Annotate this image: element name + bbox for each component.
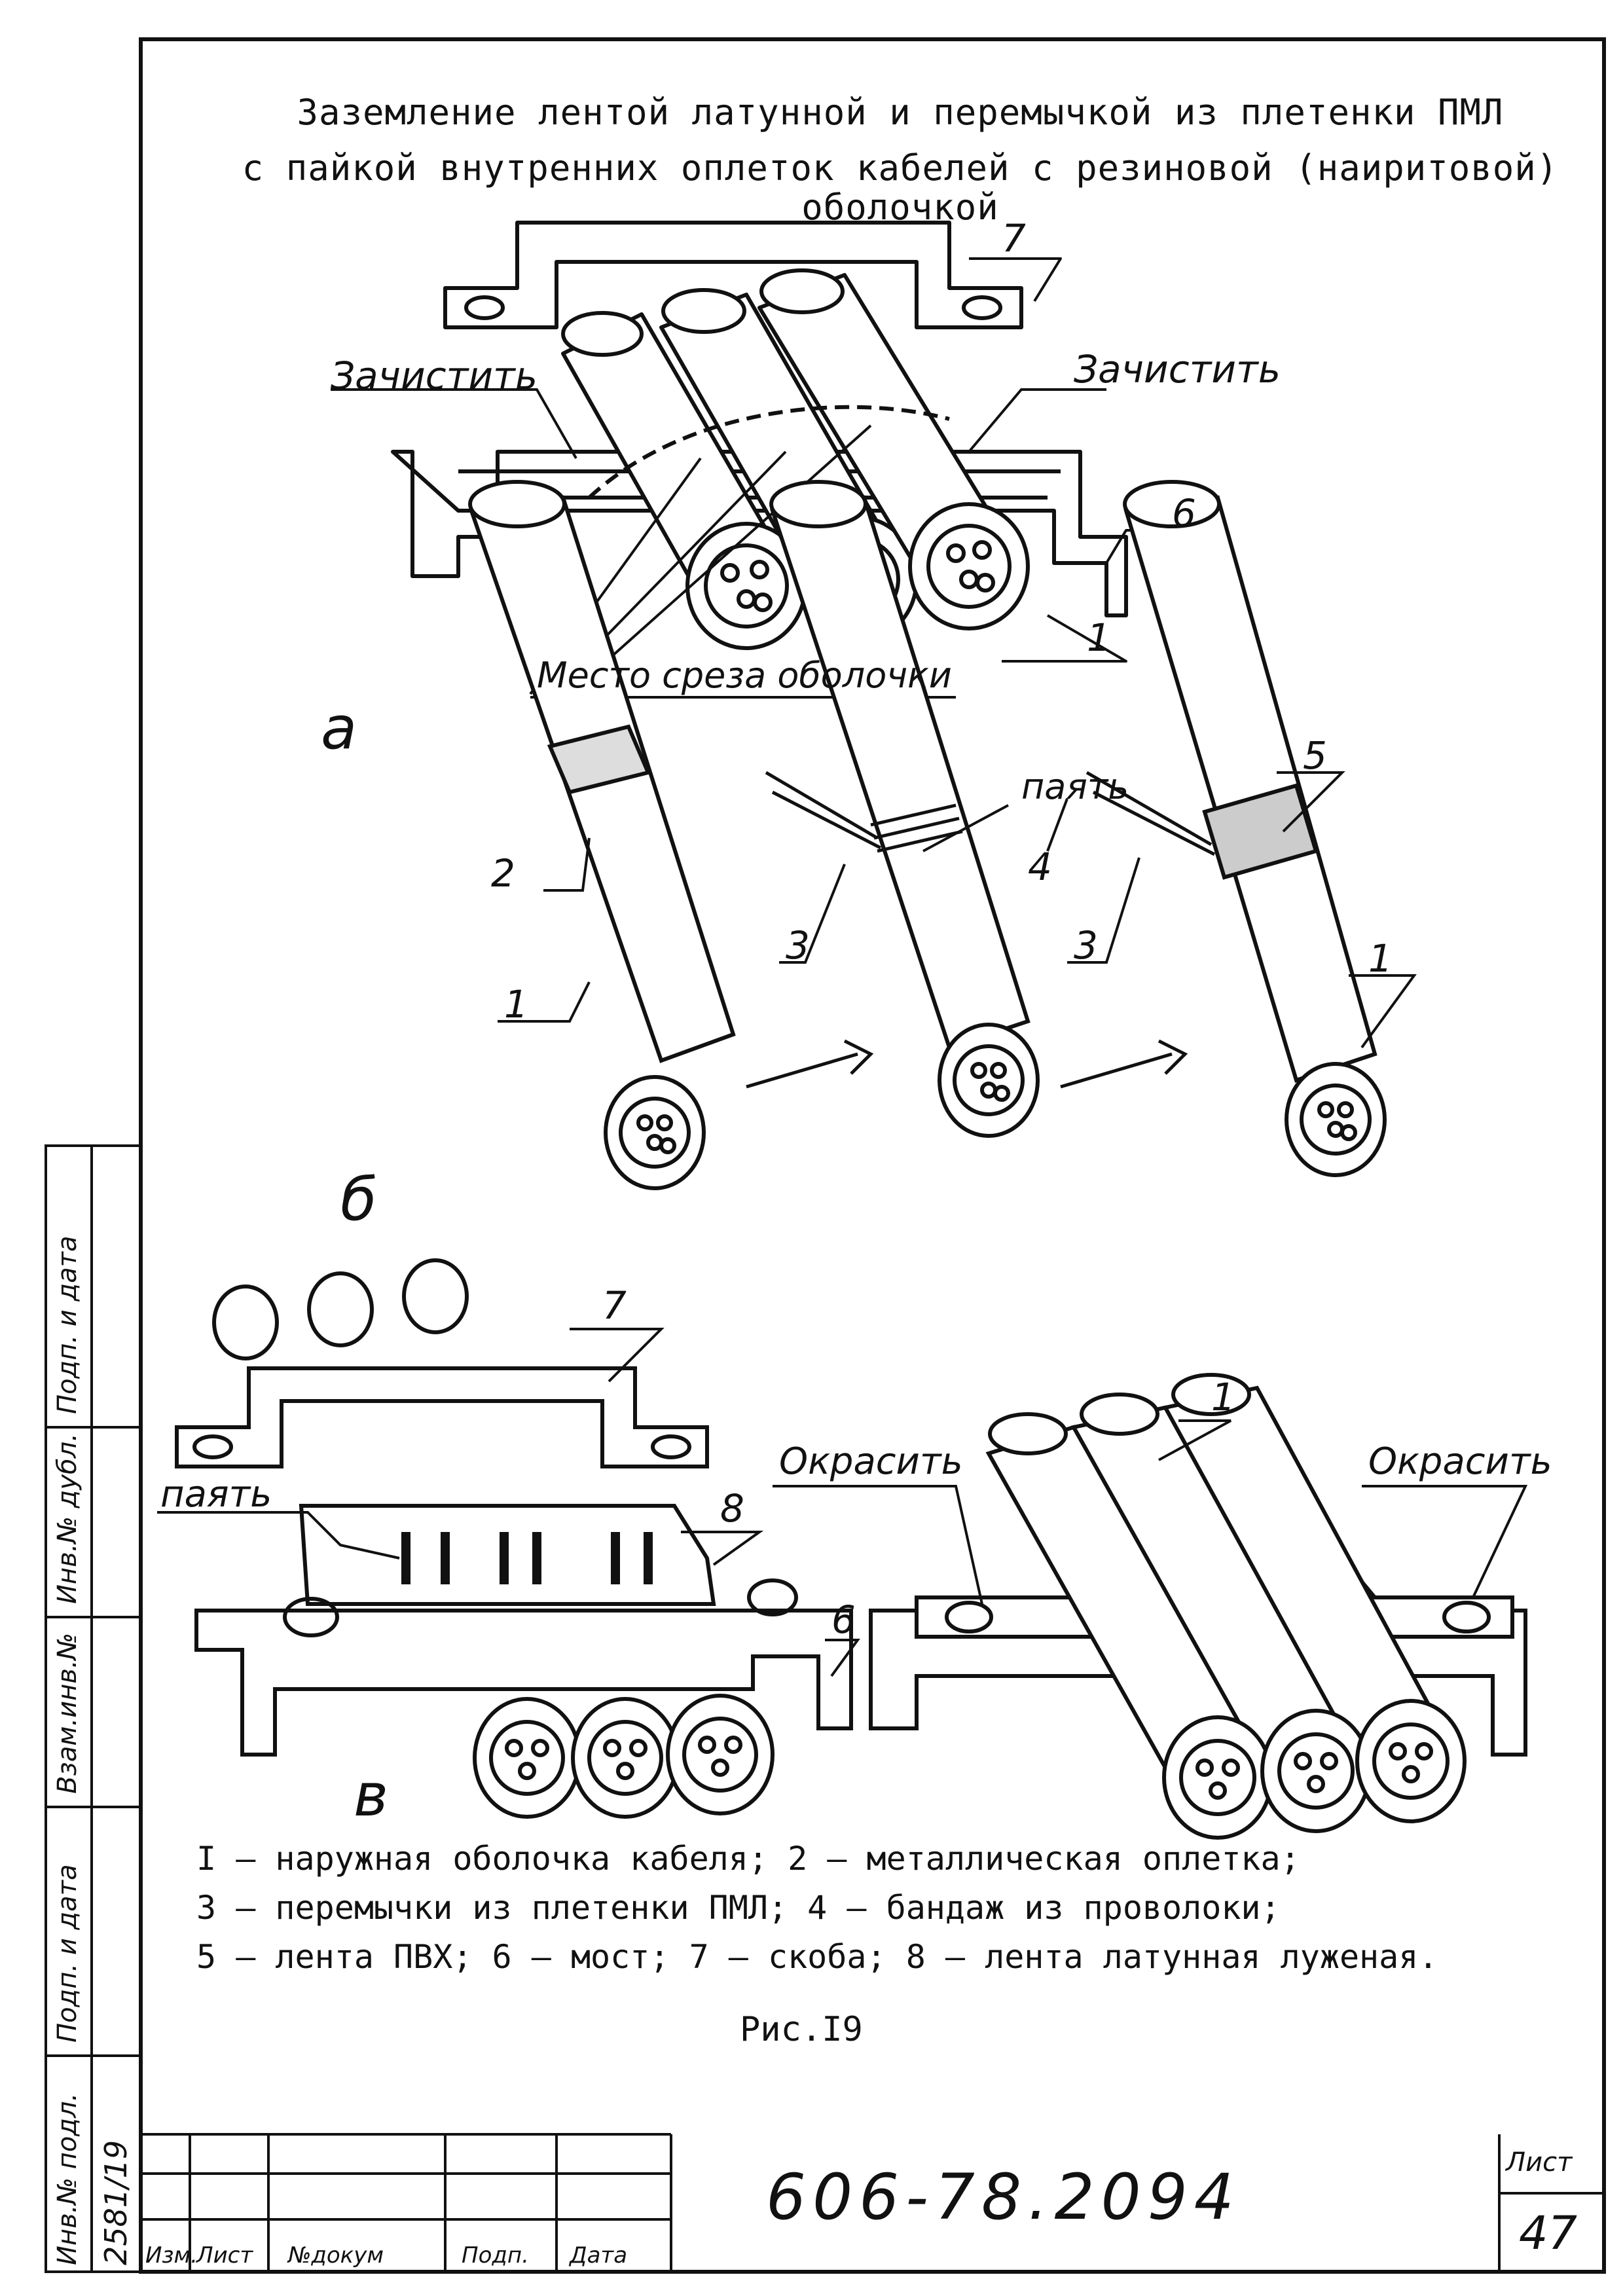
num-8-v: 8 (720, 1486, 744, 1531)
label-paint-right: Окрасить (1368, 1440, 1552, 1483)
view-b-illustration (468, 480, 1417, 1190)
tb-col-date: Дата (570, 2242, 628, 2269)
side-stamp-inv-dubl: Инв.№ дубл. (52, 1433, 82, 1604)
side-stamp-strip (45, 1144, 142, 2273)
tb-col-sign: Подп. (462, 2242, 529, 2269)
side-stamp-inv-podl: Инв.№ подл. (52, 2092, 82, 2265)
title-line-2: с пайкой внутренних оплеток кабелей с ре… (242, 147, 1559, 189)
num-1-b2: 1 (1368, 936, 1393, 981)
label-clean-right: Зачистить (1074, 347, 1281, 392)
title-block (141, 2133, 1604, 2272)
tb-sheet-label: Лист (1506, 2147, 1573, 2178)
num-5-b: 5 (1303, 733, 1327, 778)
legend-line-1: I – наружная оболочка кабеля; 2 – металл… (196, 1840, 1300, 1878)
tb-col-doc: №докум (288, 2242, 384, 2269)
num-2-b: 2 (491, 851, 515, 896)
tb-col-izm: Изм. (145, 2242, 198, 2269)
tb-col-list: Лист (196, 2242, 253, 2269)
legend-line-2: 3 – перемычки из плетенки ПМЛ; 4 – банда… (196, 1889, 1281, 1927)
legend-line-3: 5 – лента ПВХ; 6 – мост; 7 – скоба; 8 – … (196, 1938, 1438, 1976)
side-stamp-sign-date-1: Подп. и дата (52, 1864, 82, 2043)
label-cut-place: Место среза оболочки (537, 655, 952, 696)
num-3-b1: 3 (786, 923, 810, 968)
num-6-a: 6 (1172, 491, 1196, 536)
view-b-marker: б (340, 1165, 377, 1234)
label-solder-b: паять (1021, 766, 1129, 807)
side-stamp-vzam-inv: Взам.инв.№ (52, 1632, 82, 1794)
num-1-b1: 1 (504, 982, 528, 1027)
label-clean-left: Зачистить (331, 354, 538, 398)
num-3-b2: 3 (1074, 923, 1098, 968)
view-v-marker: в (354, 1761, 389, 1830)
num-7-a: 7 (1002, 216, 1026, 261)
view-a-marker: а (321, 694, 357, 763)
title-line-1: Заземление лентой латунной и перемычкой … (297, 92, 1504, 133)
label-solder-v: паять (160, 1473, 272, 1516)
num-1-a: 1 (1087, 615, 1111, 660)
view-a-illustration (331, 221, 1178, 699)
num-7-v: 7 (602, 1283, 627, 1328)
document-code: 606-78.2094 (766, 2160, 1241, 2234)
label-paint-left: Окрасить (779, 1440, 963, 1483)
title-line-3: оболочкой (801, 187, 999, 228)
figure-caption: Рис.I9 (740, 2010, 863, 2049)
num-6-v: 6 (831, 1597, 856, 1642)
view-v-illustration (157, 1258, 1528, 1840)
num-4-b: 4 (1028, 845, 1052, 889)
side-stamp-number: 2581/19 (98, 2140, 134, 2265)
num-1-v: 1 (1211, 1375, 1235, 1419)
tb-sheet-number: 47 (1519, 2206, 1578, 2260)
side-stamp-sign-date-2: Подп. и дата (52, 1235, 82, 1414)
